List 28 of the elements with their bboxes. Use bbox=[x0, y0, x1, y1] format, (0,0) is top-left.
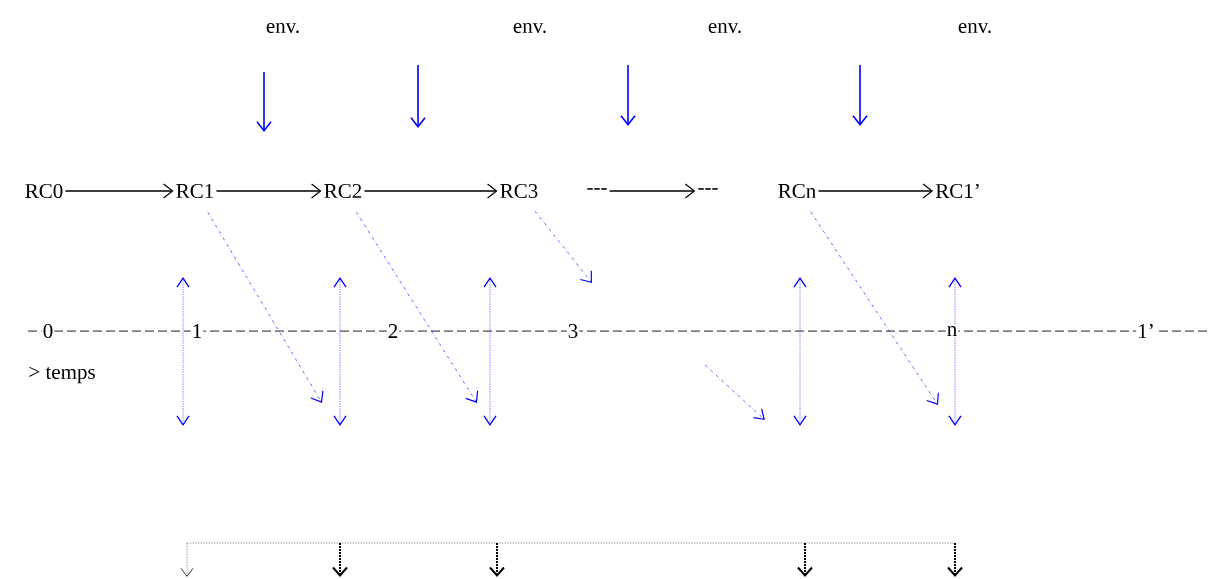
dotted-arrow bbox=[534, 210, 592, 283]
dotted-arrow bbox=[207, 211, 324, 403]
env-label: env. bbox=[266, 22, 299, 34]
state-label: --- bbox=[587, 188, 607, 190]
arrow bbox=[215, 183, 322, 199]
state-label: RCn bbox=[778, 183, 816, 199]
axis-label: > temps bbox=[29, 366, 95, 384]
time-tick-label: 3 bbox=[566, 322, 580, 340]
time-tick-label: n bbox=[945, 325, 959, 337]
time-tick-label: 0 bbox=[41, 322, 55, 340]
arrow bbox=[817, 183, 934, 199]
arrow bbox=[64, 183, 174, 199]
env-label: env. bbox=[513, 22, 546, 34]
state-label: RC0 bbox=[25, 183, 63, 199]
state-label: RC3 bbox=[500, 183, 538, 199]
arrow bbox=[363, 183, 498, 199]
dotted-arrow bbox=[810, 211, 939, 405]
time-tick-label: 1 bbox=[190, 323, 204, 339]
time-tick-label: 1’ bbox=[1136, 323, 1156, 339]
env-label: env. bbox=[708, 22, 741, 34]
state-label: RC2 bbox=[324, 183, 362, 199]
state-label: RC1 bbox=[176, 183, 213, 199]
state-label: RC1’ bbox=[935, 183, 979, 199]
time-tick-label: 2 bbox=[386, 323, 400, 339]
arrow bbox=[609, 183, 696, 199]
state-label: --- bbox=[698, 188, 718, 190]
dotted-arrow bbox=[356, 211, 479, 403]
env-label: env. bbox=[958, 22, 991, 34]
